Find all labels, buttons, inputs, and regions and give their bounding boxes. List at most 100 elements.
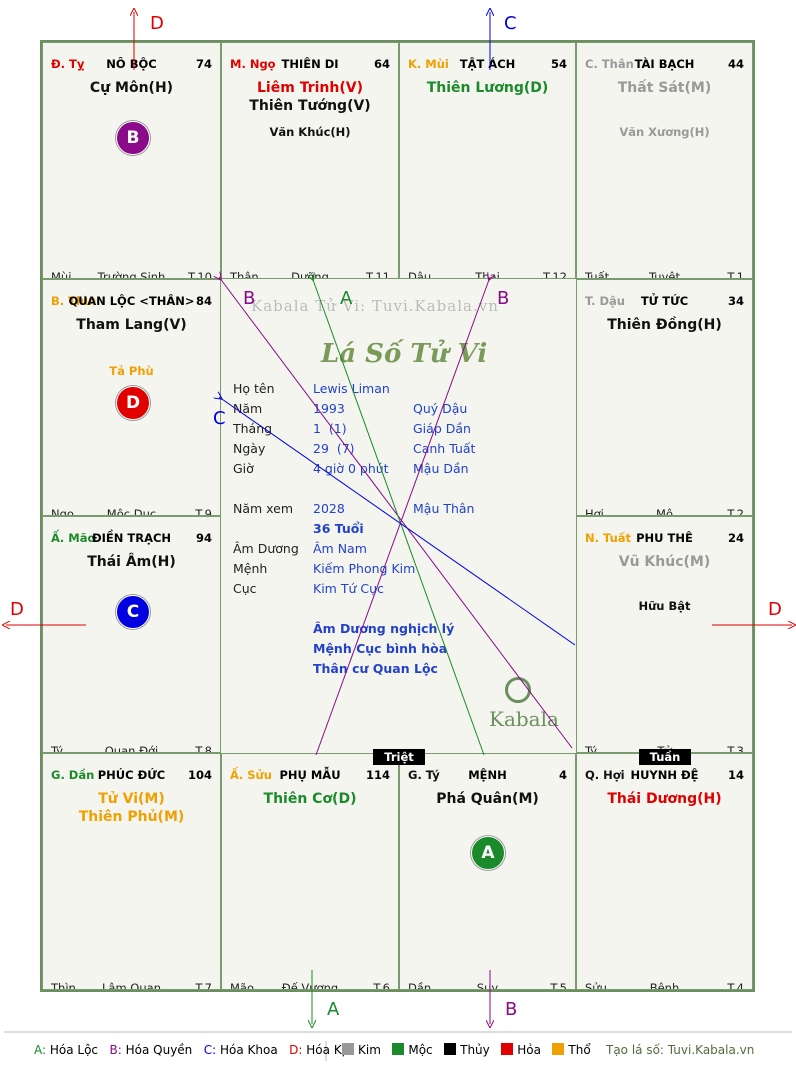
palace-number: 54 — [550, 57, 567, 71]
value-cuc: Kim Tứ Cục — [313, 581, 384, 596]
value-gio-can-chi: Mậu Dần — [413, 461, 469, 476]
major-star: Thiên Cơ(D) — [263, 791, 357, 807]
palace-name: PHỤ MẪU — [279, 768, 341, 782]
palace-name: PHU THÊ — [636, 531, 693, 545]
palace-branch: K. Mùi — [408, 57, 449, 71]
palace-name: MỆNH — [468, 768, 507, 782]
major-star: Thiên Tướng(V) — [249, 98, 371, 114]
label-ngay: Ngày — [233, 441, 266, 456]
line-label-b-left: B — [243, 288, 255, 309]
arrow-left-label: D — [10, 599, 24, 620]
line-green — [312, 277, 485, 756]
footer-mid: Tử — [585, 744, 744, 752]
value-thang-can-chi: Giáp Dần — [413, 421, 471, 436]
value-tuoi: 36 Tuổi — [313, 521, 364, 536]
palace-number: 44 — [727, 57, 744, 71]
palace-branch: M. Ngọ — [230, 57, 276, 71]
legend-hoa: Hỏa — [517, 1043, 541, 1057]
label-thang: Tháng — [233, 421, 273, 436]
label-cuc: Cục — [233, 581, 257, 596]
palace-number: 114 — [365, 768, 390, 782]
footer-right: T.2 — [727, 507, 744, 516]
palace-name: TỬ TỨC — [640, 294, 689, 308]
label-menh: Mệnh — [233, 561, 268, 576]
major-star: Liêm Trinh(V) — [257, 80, 363, 96]
tuan-tag: Tuần — [639, 749, 691, 765]
palace-name: NÔ BỘC — [106, 57, 157, 71]
footer-mid: Lâm Quan — [102, 981, 161, 990]
footer-right: T.7 — [195, 981, 212, 990]
swatch-thuy — [444, 1043, 457, 1055]
note-3: Thân cư Quan Lộc — [313, 661, 438, 676]
footer-right: T.11 — [366, 270, 390, 279]
value-gio: 4 giờ 0 phút — [313, 461, 389, 476]
legend-d-label: Hóa Kị — [306, 1043, 346, 1057]
triet-tag: Triệt — [373, 749, 425, 765]
major-star: Vũ Khúc(M) — [618, 554, 711, 570]
legend-tho: Thổ — [568, 1043, 591, 1057]
legend-thuy: Thủy — [460, 1043, 490, 1057]
footer-left: Ngọ — [51, 507, 74, 516]
arrow-bottom-left-label: A — [327, 999, 340, 1020]
palace-branch: B. Thìn — [51, 294, 97, 308]
legend-d-key: D: — [289, 1043, 303, 1057]
major-star: Tham Lang(V) — [76, 317, 187, 333]
arrow-top-left-label: D — [150, 13, 164, 34]
legend-a-key: A: — [34, 1043, 47, 1057]
palace-number: 4 — [558, 768, 567, 782]
minor-star: Văn Khúc(H) — [269, 125, 351, 139]
palace-branch: C. Thân — [585, 57, 634, 71]
note-1: Âm Dương nghịch lý — [313, 621, 455, 636]
palace-number: 24 — [727, 531, 744, 545]
footer-left: Tý — [51, 744, 64, 753]
footer-left: Mùi — [51, 270, 72, 279]
legend-elements: Kim Mộc Thủy Hỏa Thổ — [342, 1043, 591, 1057]
palace-name: THIÊN DI — [281, 57, 339, 71]
footer-right: T.9 — [195, 507, 212, 516]
palace-number: 64 — [373, 57, 390, 71]
major-star: Thái Âm(H) — [87, 554, 176, 570]
footer-right: T.10 — [188, 270, 212, 279]
badge-d: D — [116, 386, 150, 420]
footer-left: Dậu — [408, 270, 432, 279]
value-nam-xem: 2028 — [313, 501, 345, 516]
note-2: Mệnh Cục bình hòa — [313, 641, 448, 656]
footer-left: Mão — [230, 981, 255, 990]
swatch-kim — [342, 1043, 354, 1055]
legend-hoa: A: Hóa Lộc B: Hóa Quyền C: Hóa Khoa D: H… — [34, 1043, 345, 1057]
footer-right: T.12 — [543, 270, 567, 279]
major-star: Thái Dương(H) — [607, 791, 722, 807]
footer-mid: Bệnh — [649, 981, 680, 990]
palace-name: TÀI BẠCH — [634, 57, 695, 71]
palace-branch: G. Tý — [408, 768, 440, 782]
minor-star: Tả Phù — [109, 364, 154, 378]
label-nam-xem: Năm xem — [233, 501, 294, 516]
line-label-c: C — [213, 408, 226, 429]
kabala-logo-text: Kabala — [489, 707, 559, 731]
arrow-top-right-label: C — [504, 13, 517, 34]
legend-b-key: B: — [109, 1043, 122, 1057]
line-purple-2 — [315, 277, 490, 756]
credit-link[interactable]: Tạo lá số: Tuvi.Kabala.vn — [606, 1043, 755, 1057]
label-gio: Giờ — [233, 461, 254, 476]
footer-mid: Đế Vượng — [281, 981, 339, 990]
palace-number: 74 — [195, 57, 212, 71]
legend-b-label: Hóa Quyền — [125, 1043, 193, 1057]
palace-number: 34 — [727, 294, 744, 308]
swatch-hoa — [501, 1043, 514, 1055]
arrow-right-label: D — [768, 599, 782, 620]
legend-c-label: Hóa Khoa — [220, 1043, 278, 1057]
footer-left: Dần — [408, 981, 432, 990]
footer-mid: Quan Đới — [104, 744, 159, 753]
